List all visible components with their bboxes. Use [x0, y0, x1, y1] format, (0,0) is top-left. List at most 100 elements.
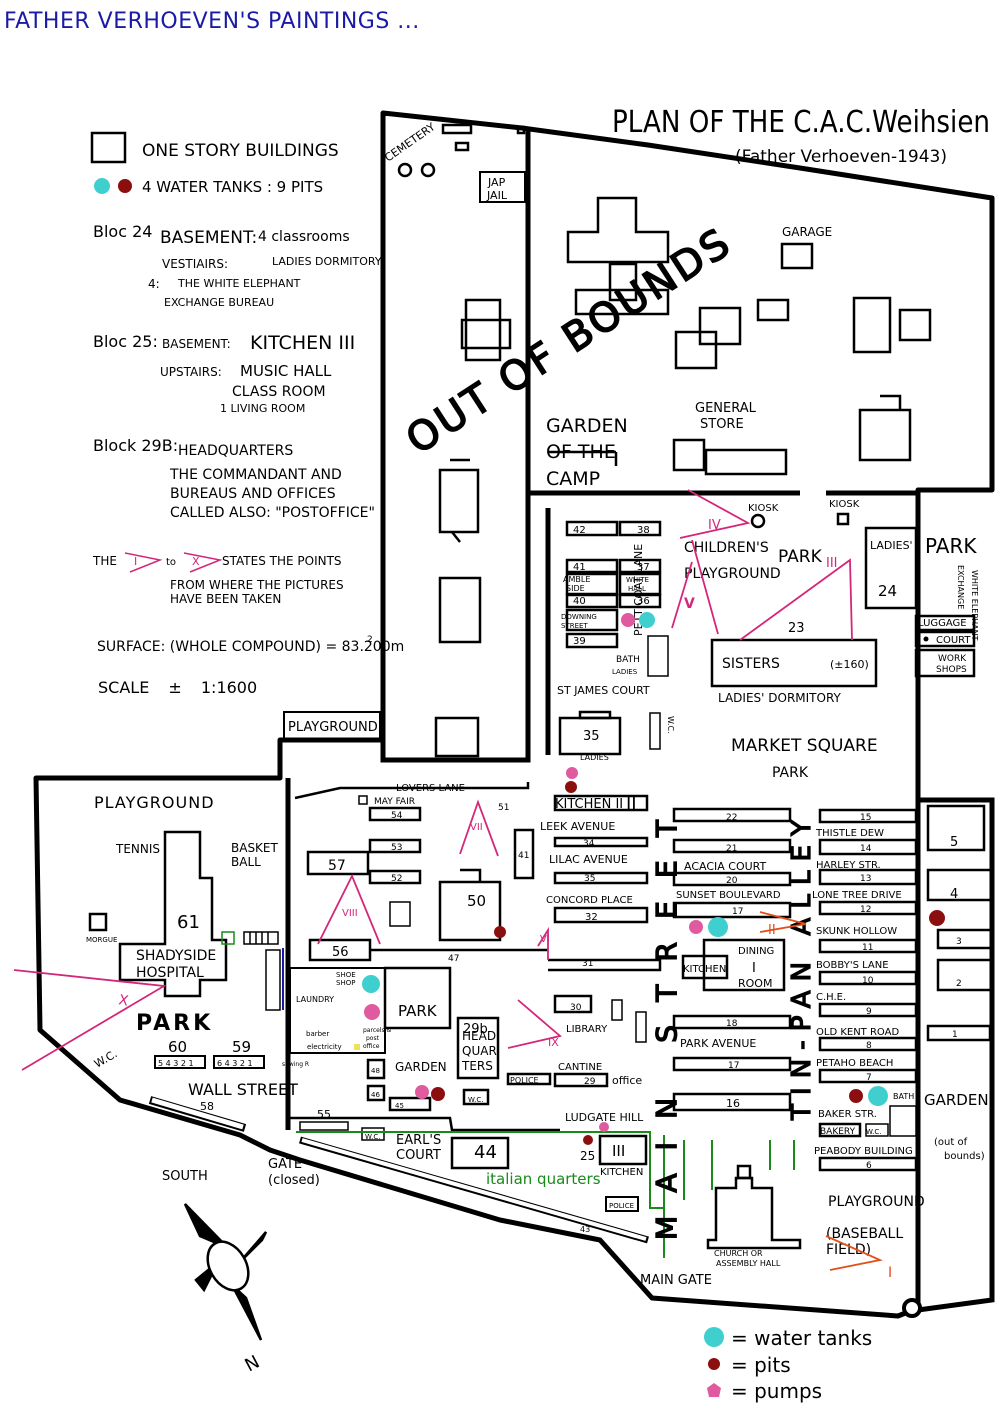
label-peabody-building: PEABODY BUILDING — [814, 1146, 913, 1157]
key-tank-icon — [704, 1327, 724, 1347]
bldg-46: 46 — [371, 1091, 380, 1099]
label-ters: TERS — [461, 1059, 493, 1073]
label-tennis: TENNIS — [115, 842, 160, 856]
label-electricity: electricity — [307, 1043, 342, 1051]
bldg-55: 55 — [317, 1108, 331, 1121]
label-jail: JAIL — [486, 189, 508, 202]
label-barber: barber — [306, 1030, 329, 1038]
bldg-50: 50 — [467, 892, 486, 910]
bldg-16: 16 — [726, 1097, 740, 1110]
label-bath: BATH — [616, 655, 640, 665]
label-laundry: LAUNDRY — [296, 995, 334, 1004]
label-baseball: (BASEBALL — [826, 1226, 903, 1242]
label-lilac-avenue: LILAC AVENUE — [549, 853, 628, 866]
bldg-35b: 35 — [584, 874, 595, 884]
viewpoint-iii: III — [826, 556, 838, 571]
legend-i: I — [134, 555, 137, 568]
rooms-59: 6 4 3 2 1 — [217, 1059, 253, 1068]
label-side: SIDE — [566, 584, 585, 593]
key-water-tanks: = water tanks — [731, 1326, 872, 1350]
plan-title: PLAN OF THE C.A.C.Weihsien — [612, 105, 990, 140]
label-thistle-dew: THISTLE DEW — [815, 828, 884, 839]
church-building — [706, 1164, 802, 1250]
legend: ONE STORY BUILDINGS 4 WATER TANKS : 9 PI… — [90, 131, 404, 697]
label-park-west: PARK — [136, 1011, 213, 1036]
bldg-38: 38 — [637, 525, 650, 536]
bldg-11: 11 — [862, 943, 873, 953]
bldg-17: 17 — [732, 907, 743, 917]
label-dining: DINING — [738, 946, 774, 957]
label-ladies-24: LADIES' — [870, 539, 913, 552]
bldg-35: 35 — [583, 729, 600, 744]
label-park-avenue: PARK AVENUE — [680, 1037, 756, 1050]
pumps — [364, 613, 703, 1132]
legend-white-elephant: THE WHITE ELEPHANT — [177, 277, 301, 290]
label-field: FIELD) — [826, 1242, 871, 1258]
label-kitchen-2: KITCHEN II — [555, 797, 623, 812]
legend-ladies-dorm: LADIES DORMITORY — [272, 255, 382, 268]
legend-have-been: HAVE BEEN TAKEN — [170, 592, 281, 606]
water-tank-icon — [94, 178, 110, 194]
label-sewing: sewing R — [282, 1061, 309, 1068]
bldg-43: 43 — [580, 1225, 590, 1234]
legend-the: THE — [92, 554, 117, 568]
one-story-swatch — [90, 131, 127, 164]
label-basket: BASKET — [231, 841, 279, 855]
bldg-42: 42 — [573, 525, 586, 536]
bldg-12: 12 — [860, 905, 871, 915]
label-park-b: PARK — [925, 534, 977, 558]
bldg-23: 23 — [788, 621, 805, 636]
label-police-2: POLICE — [609, 1202, 634, 1210]
label-white-elephant-v: WHITE ELEPHANT — [970, 570, 979, 641]
bldg-13: 13 — [860, 874, 871, 884]
pits — [431, 781, 945, 1145]
label-assembly-hall: ASSEMBLY HALL — [716, 1259, 781, 1268]
legend-from-where: FROM WHERE THE PICTURES — [170, 578, 344, 592]
label-harley-str: HARLEY STR. — [816, 860, 881, 871]
bldg-40: 40 — [573, 596, 586, 607]
legend-living-room: 1 LIVING ROOM — [220, 402, 305, 415]
legend-called: CALLED ALSO: "POSTOFFICE" — [170, 505, 375, 521]
label-south: SOUTH — [162, 1169, 208, 1184]
legend-block29b: Block 29B: — [93, 436, 178, 455]
label-garden-of-camp: GARDEN — [546, 415, 628, 437]
label-garden-central: GARDEN — [395, 1060, 447, 1074]
bldg-8: 8 — [866, 1041, 872, 1051]
bldg-51: 51 — [498, 803, 509, 813]
label-italian-quarters: italian quarters — [486, 1170, 601, 1188]
bldg-54: 54 — [391, 811, 403, 821]
label-wall-street: WALL STREET — [188, 1080, 298, 1099]
bldg-6: 6 — [866, 1161, 872, 1171]
pit-icon — [118, 179, 132, 193]
bldg-53: 53 — [391, 843, 402, 853]
label-post: post — [366, 1035, 380, 1042]
inner-walls — [285, 113, 995, 1313]
bldg-44: 44 — [474, 1142, 497, 1163]
legend-surface: SURFACE: (WHOLE COMPOUND) = 83.200m — [97, 639, 404, 655]
legend-one-story: ONE STORY BUILDINGS — [142, 141, 339, 161]
bldg-e3: 3 — [956, 937, 962, 947]
viewpoint-ii: II — [768, 923, 776, 938]
label-bakery: BAKERY — [820, 1127, 856, 1137]
legend-vestiairs: VESTIAIRS: — [162, 257, 228, 271]
bldg-29b: 29b — [463, 1022, 488, 1037]
label-hospital: HOSPITAL — [136, 965, 204, 981]
water-tanks — [362, 612, 888, 1106]
label-white: WHITE — [626, 576, 649, 584]
bldg-21: 21 — [726, 844, 737, 854]
compass-rose — [183, 1203, 268, 1341]
legend-commandant: THE COMMANDANT AND — [169, 467, 342, 483]
viewpoint-lines — [13, 489, 853, 1071]
label-leek-avenue: LEEK AVENUE — [540, 820, 615, 833]
label-wc-central: W.C. — [468, 1096, 483, 1104]
label-wc-vertical: W.C. — [666, 716, 675, 734]
label-gate-closed: (closed) — [268, 1173, 320, 1188]
label-st-james-court: ST JAMES COURT — [557, 684, 650, 697]
bldg-17b: 17 — [728, 1061, 739, 1071]
bldg-45: 45 — [395, 1102, 404, 1110]
label-main-street: MAIN STREET — [650, 819, 683, 1240]
label-concord-place: CONCORD PLACE — [546, 895, 633, 906]
label-room: ROOM — [738, 977, 772, 990]
key-pumps: = pumps — [731, 1379, 822, 1403]
